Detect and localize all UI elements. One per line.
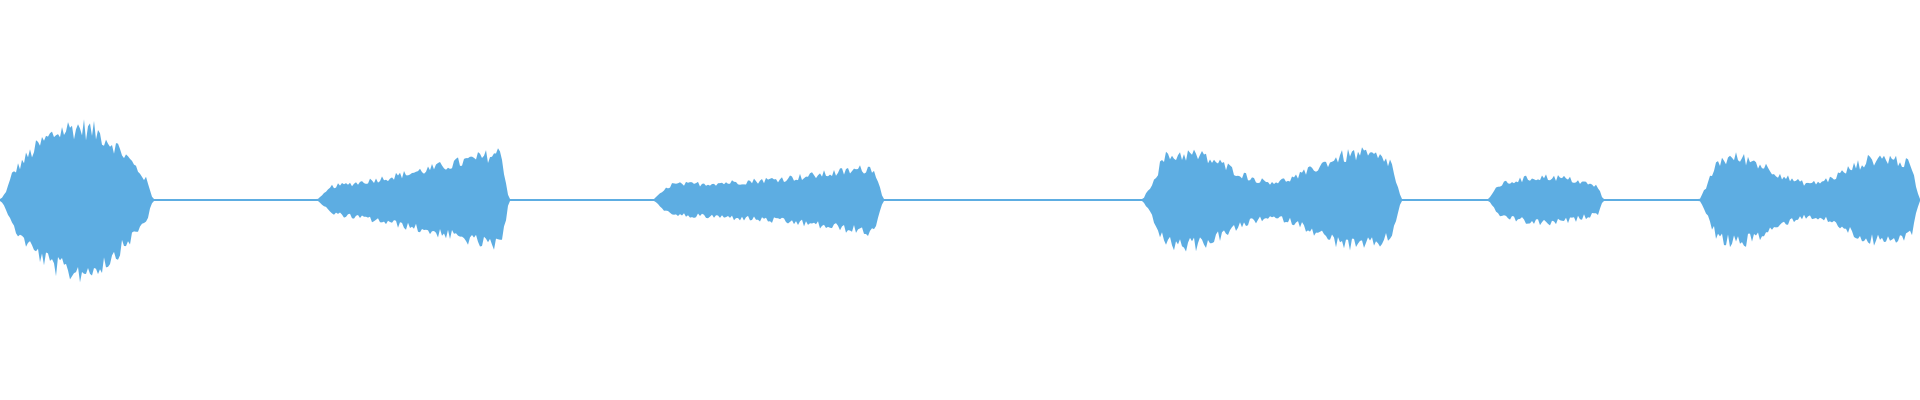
waveform-amplitude: [0, 119, 1920, 283]
